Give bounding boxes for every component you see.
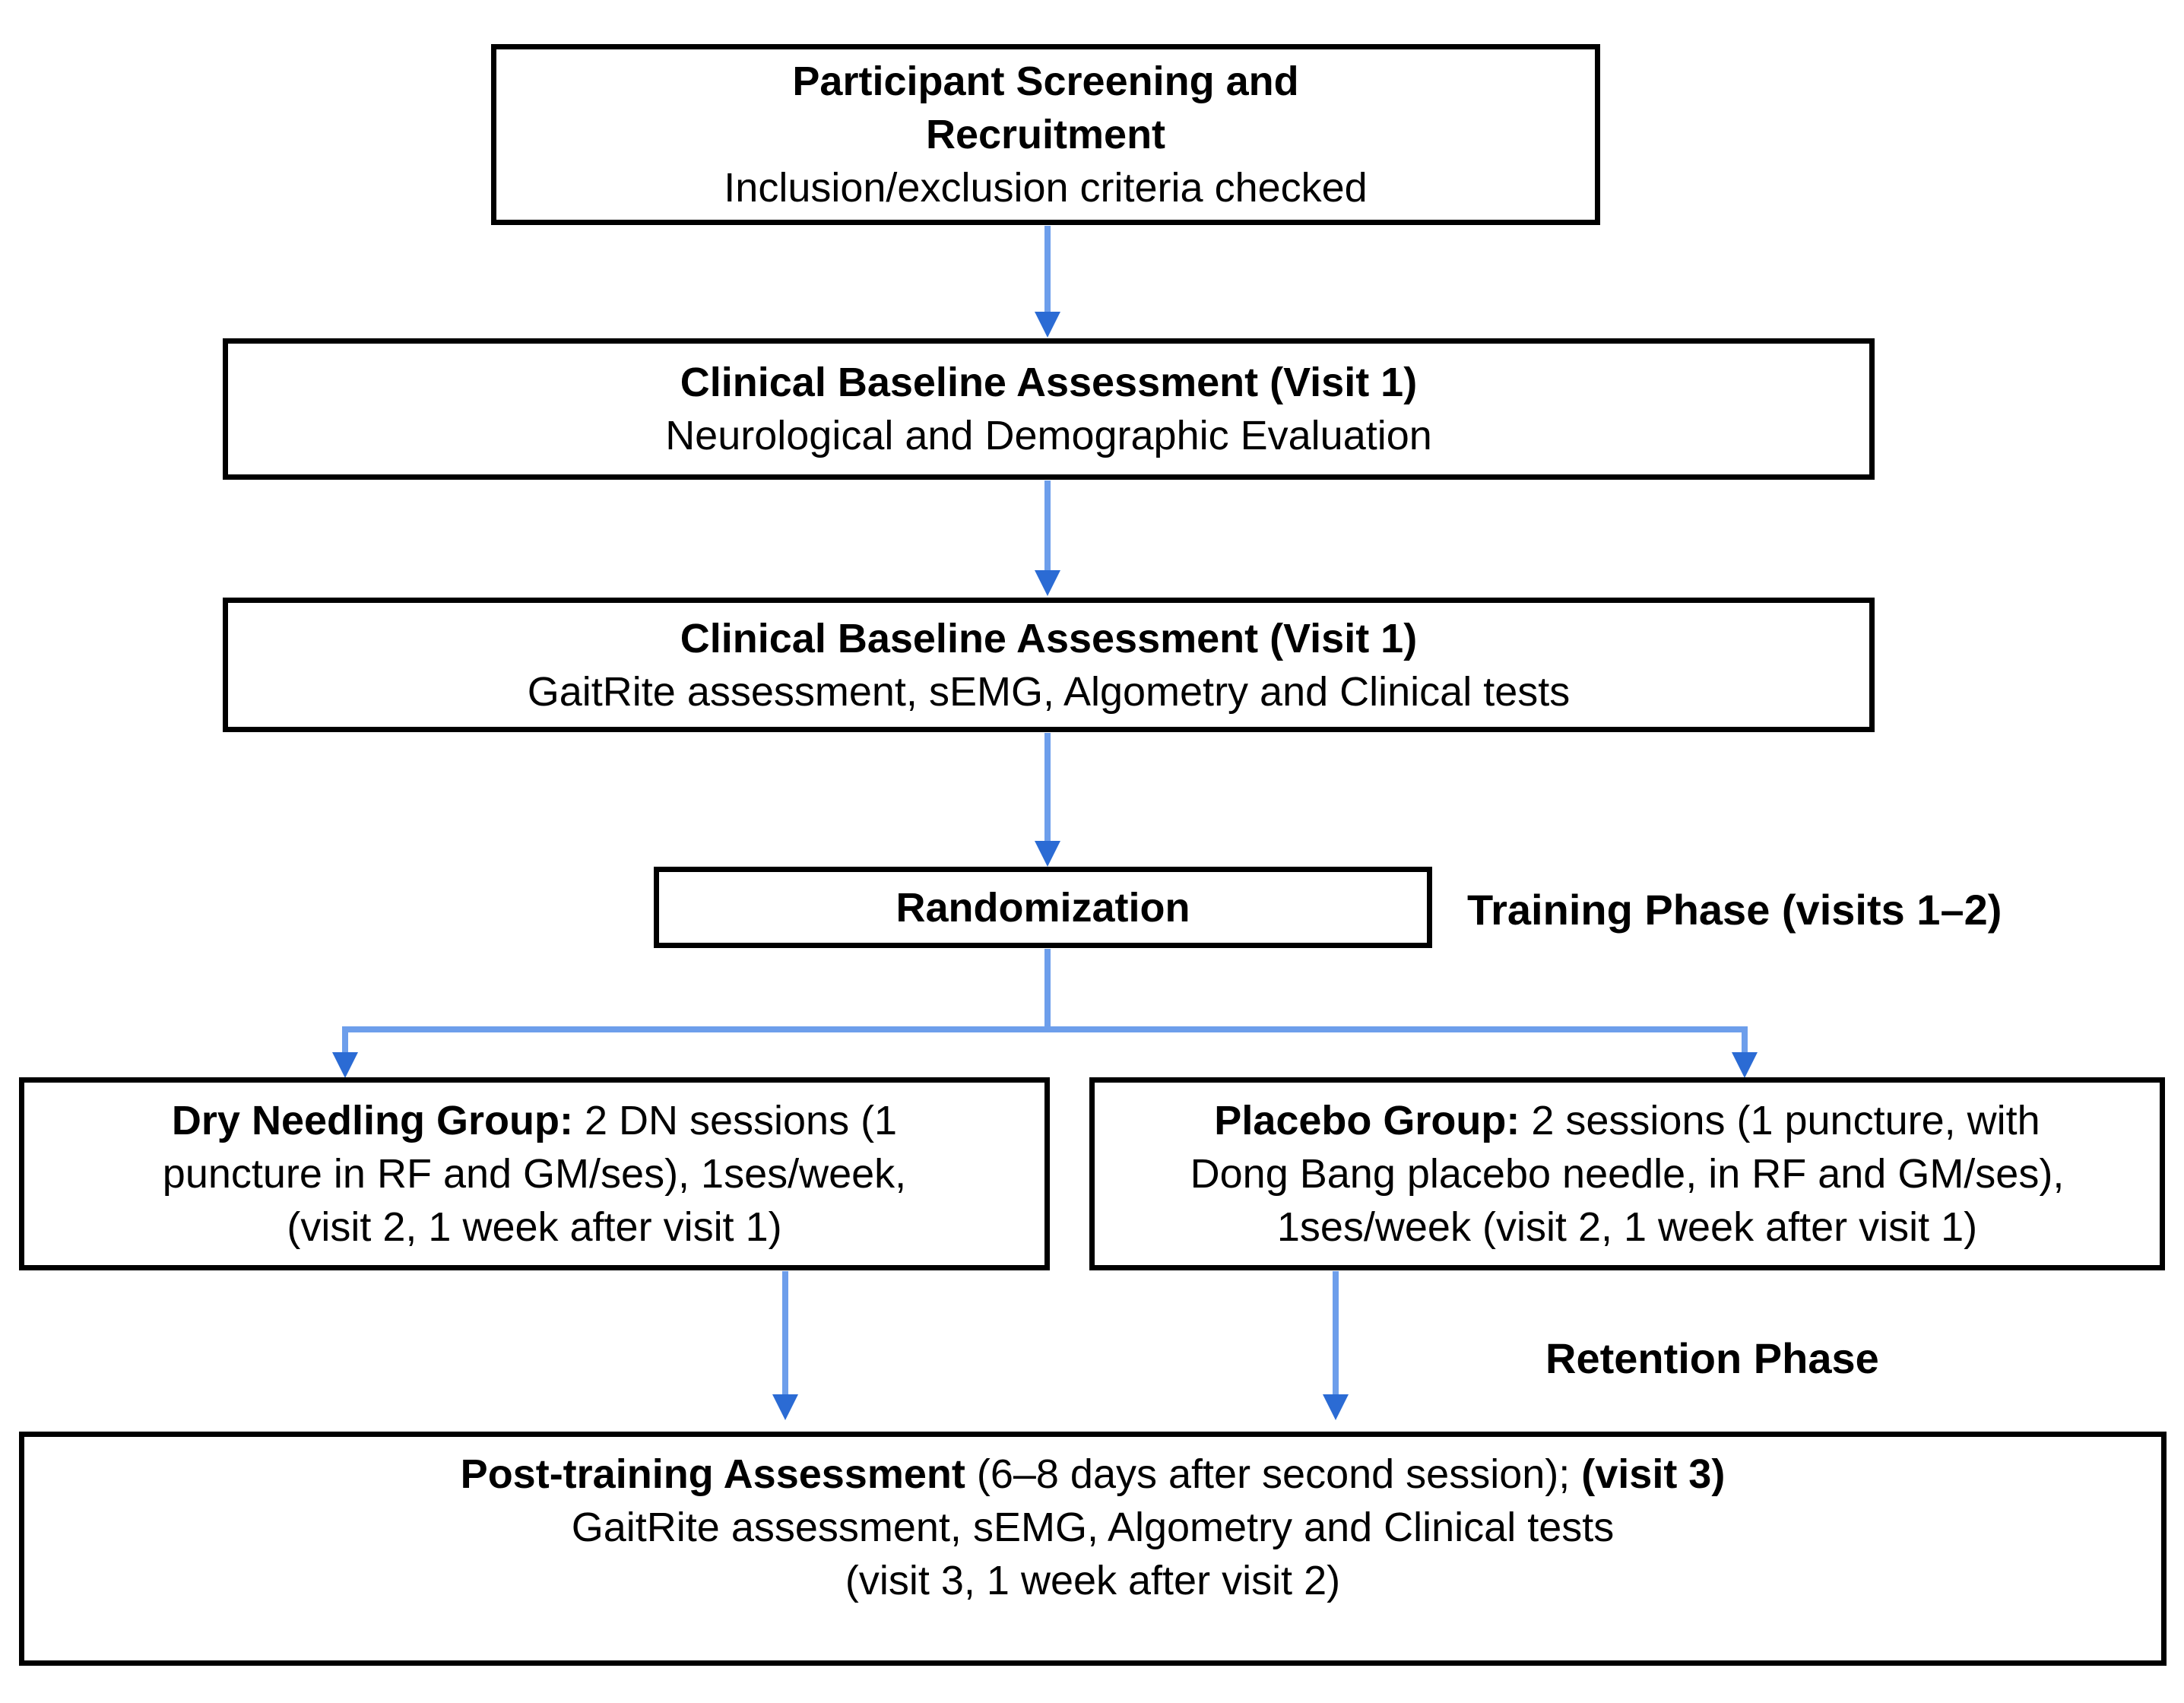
- dry-needling-line2: puncture in RF and GM/ses), 1ses/week,: [162, 1151, 907, 1197]
- box-dry-needling-group: Dry Needling Group: 2 DN sessions (1 pun…: [19, 1077, 1050, 1270]
- screening-subtitle: Inclusion/exclusion criteria checked: [724, 165, 1368, 211]
- arrow-baseline1-to-baseline2-head: [1035, 570, 1060, 596]
- randomization-title: Randomization: [895, 884, 1190, 931]
- box-participant-screening: Participant Screening and Recruitment In…: [491, 44, 1600, 225]
- arrow-to-dry-needling-head: [332, 1052, 358, 1078]
- dry-needling-line1: Dry Needling Group: 2 DN sessions (1: [172, 1094, 897, 1147]
- box-placebo-group: Placebo Group: 2 sessions (1 puncture, w…: [1089, 1077, 2165, 1270]
- screening-title-line1: Participant Screening and: [792, 59, 1299, 104]
- post-training-line2: GaitRite assessment, sEMG, Algometry and…: [571, 1505, 1615, 1550]
- connector-branch-right-drop: [1742, 1032, 1748, 1052]
- arrow-baseline2-to-randomization-head: [1035, 841, 1060, 867]
- dry-needling-line1-rest: 2 DN sessions (1: [572, 1098, 898, 1143]
- dry-needling-line3: (visit 2, 1 week after visit 1): [287, 1204, 782, 1250]
- box-baseline-assessment-clinical: Clinical Baseline Assessment (Visit 1) N…: [223, 338, 1875, 480]
- post-training-line3: (visit 3, 1 week after visit 2): [845, 1558, 1341, 1603]
- dry-needling-group-title: Dry Needling Group:: [171, 1098, 573, 1143]
- placebo-line3: 1ses/week (visit 2, 1 week after visit 1…: [1276, 1204, 1978, 1250]
- label-training-phase: Training Phase (visits 1–2): [1467, 886, 2002, 934]
- connector-randomization-stem: [1044, 949, 1051, 1026]
- arrow-dry-needling-to-post-head: [772, 1394, 798, 1420]
- connector-branch-horizontal: [342, 1026, 1748, 1032]
- post-training-title: Post-training Assessment: [460, 1451, 965, 1497]
- screening-title-line2: Recruitment: [925, 112, 1166, 157]
- arrow-placebo-to-post-head: [1323, 1394, 1349, 1420]
- placebo-group-title: Placebo Group:: [1214, 1098, 1520, 1143]
- arrow-to-placebo-head: [1732, 1052, 1758, 1078]
- connector-branch-left-drop: [342, 1032, 348, 1052]
- label-retention-phase: Retention Phase: [1545, 1334, 1879, 1382]
- arrow-placebo-to-post-stem: [1333, 1271, 1339, 1394]
- arrow-screening-to-baseline1-head: [1035, 312, 1060, 338]
- box-baseline-assessment-instrumental: Clinical Baseline Assessment (Visit 1) G…: [223, 598, 1875, 732]
- arrow-baseline2-to-randomization-stem: [1044, 733, 1051, 841]
- arrow-dry-needling-to-post-stem: [782, 1271, 788, 1394]
- placebo-line1-rest: 2 sessions (1 puncture, with: [1520, 1098, 2040, 1143]
- box-randomization: Randomization: [654, 867, 1432, 948]
- post-training-line1: Post-training Assessment (6–8 days after…: [461, 1448, 1726, 1501]
- box-post-training-assessment: Post-training Assessment (6–8 days after…: [19, 1432, 2167, 1666]
- arrow-baseline1-to-baseline2-stem: [1044, 480, 1051, 570]
- placebo-line2: Dong Bang placebo needle, in RF and GM/s…: [1190, 1151, 2065, 1197]
- baseline-clinical-subtitle: Neurological and Demographic Evaluation: [665, 413, 1432, 458]
- baseline-instrumental-subtitle: GaitRite assessment, sEMG, Algometry and…: [527, 668, 1571, 715]
- baseline-instrumental-title: Clinical Baseline Assessment (Visit 1): [680, 615, 1418, 661]
- post-training-line1-mid: (6–8 days after second session);: [965, 1451, 1582, 1497]
- baseline-clinical-title: Clinical Baseline Assessment (Visit 1): [680, 360, 1418, 405]
- placebo-line1: Placebo Group: 2 sessions (1 puncture, w…: [1214, 1094, 2040, 1147]
- arrow-screening-to-baseline1-stem: [1044, 226, 1051, 312]
- post-training-visit3: (visit 3): [1581, 1451, 1726, 1497]
